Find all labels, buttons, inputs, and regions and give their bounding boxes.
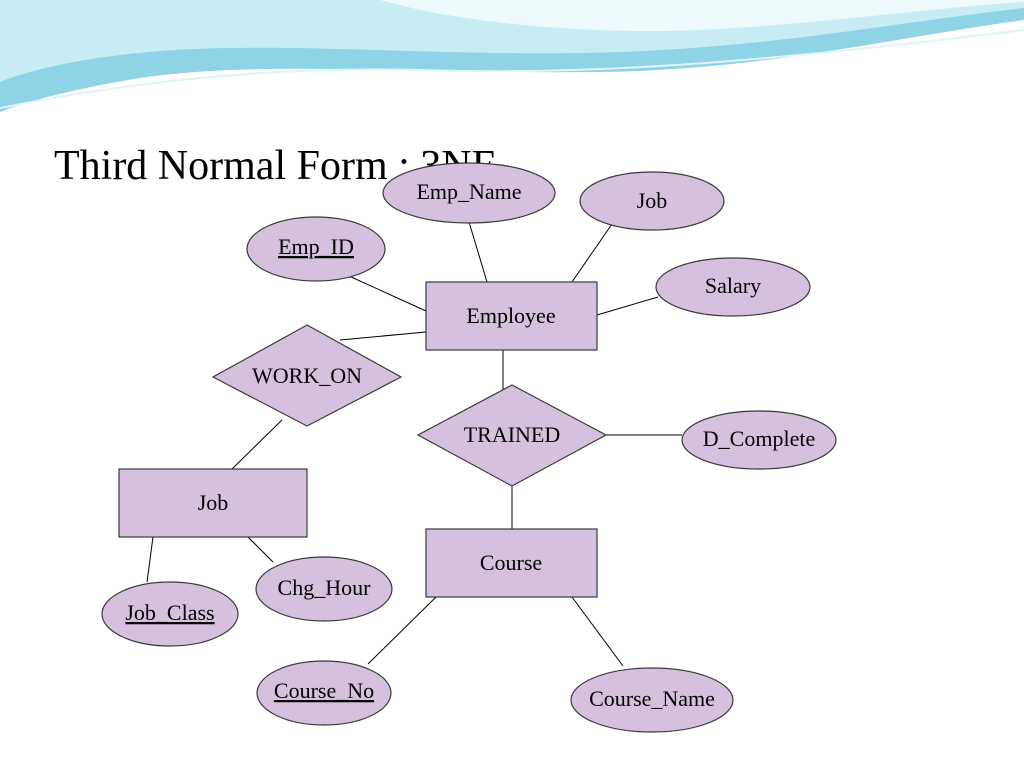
attribute-salary-label: Salary [705, 273, 761, 298]
link-work-on-job [231, 419, 283, 470]
attribute-course-no-label: Course_No [274, 678, 374, 703]
attribute-d-complete: D_Complete [681, 410, 837, 470]
attribute-job-class-label: Job_Class [125, 600, 214, 625]
entity-course: Course [425, 528, 598, 598]
header-wave-white [380, 0, 1024, 32]
entity-job: Job [118, 468, 308, 538]
attribute-course-name-label: Course_Name [589, 686, 715, 711]
link-employee-work-on [339, 331, 427, 341]
attribute-d-complete-label: D_Complete [703, 426, 815, 451]
attribute-chg-hour: Chg_Hour [255, 556, 393, 622]
link-job-chg-hour [247, 536, 274, 563]
attribute-job-class: Job_Class [101, 581, 239, 647]
attribute-job-label: Job [637, 188, 668, 213]
attribute-emp-name: Emp_Name [382, 162, 556, 224]
attribute-emp-id: Emp_ID [246, 216, 386, 282]
link-job-job-class [146, 536, 154, 583]
attribute-course-no: Course_No [256, 660, 392, 726]
link-course-course-no [367, 596, 437, 665]
entity-job-label: Job [198, 490, 229, 515]
entity-employee-label: Employee [466, 303, 555, 328]
header-wave-line [0, 29, 1024, 109]
relationship-work-on: WORK_ON [211, 324, 403, 427]
attribute-course-name: Course_Name [570, 667, 734, 733]
attribute-salary: Salary [655, 257, 811, 317]
entity-course-label: Course [480, 550, 542, 575]
attribute-emp-id-label: Emp_ID [278, 234, 354, 259]
attribute-job: Job [579, 171, 725, 231]
link-employee-emp-name [468, 221, 488, 283]
relationship-trained: TRAINED [416, 384, 608, 487]
attribute-emp-name-label: Emp_Name [416, 179, 521, 204]
relationship-work-on-label: WORK_ON [252, 363, 362, 388]
link-employee-job-attr [571, 223, 613, 283]
entity-employee: Employee [425, 281, 598, 351]
link-employee-emp-id [348, 275, 427, 312]
connector-lines [146, 221, 682, 667]
relationship-trained-label: TRAINED [464, 422, 561, 447]
link-employee-salary [596, 296, 659, 316]
attribute-chg-hour-label: Chg_Hour [278, 575, 372, 600]
link-course-course-name [571, 596, 624, 667]
